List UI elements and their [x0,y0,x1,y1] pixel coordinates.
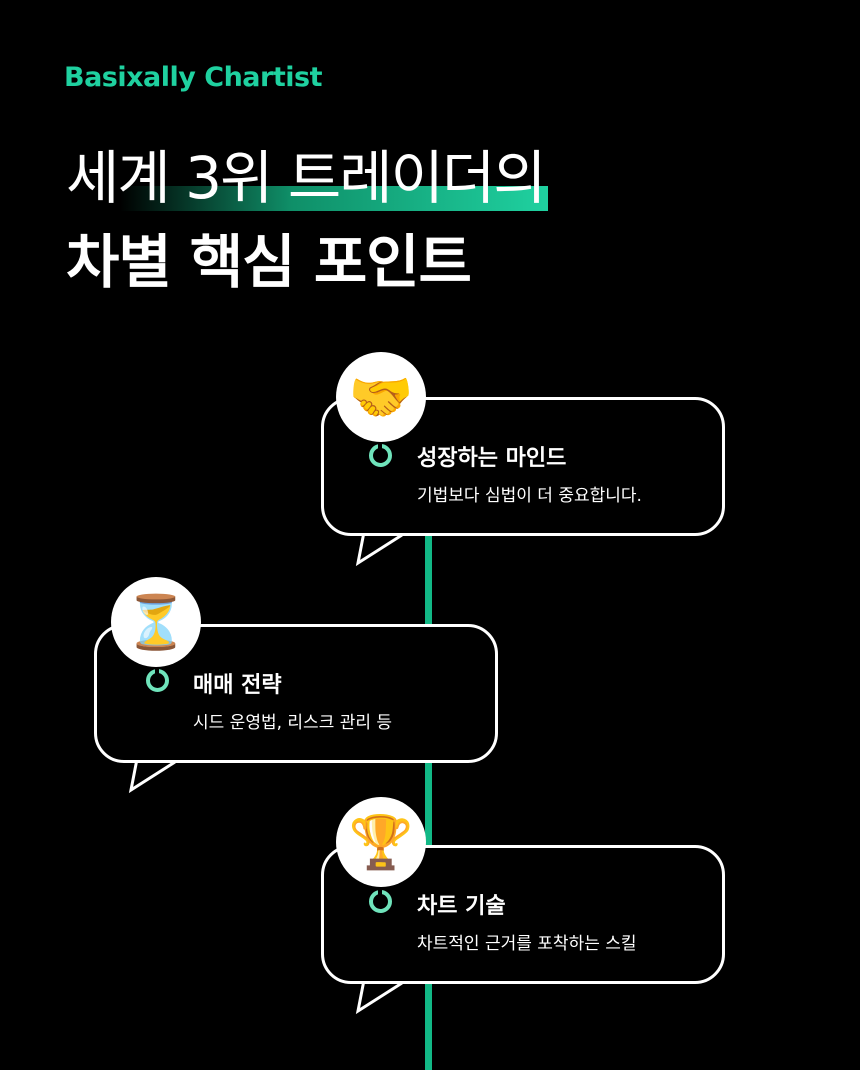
timeline-marker-icon [146,669,169,692]
point-title: 매매 전략 [193,673,282,698]
timeline-marker-icon [369,890,392,913]
timeline-marker-icon [369,444,392,467]
point-card-trading-strategy: 매매 전략 시드 운영법, 리스크 관리 등 [94,624,498,763]
trophy-icon: 🏆 [336,797,426,887]
brand-name: Basixally Chartist [64,62,322,93]
bubble-tail [355,979,403,1015]
timeline-line [425,530,432,1070]
point-desc: 시드 운영법, 리스크 관리 등 [193,713,393,733]
title-highlight [120,186,548,211]
title-line-2: 차별 핵심 포인트 [66,228,472,296]
point-desc: 차트적인 근거를 포착하는 스킬 [417,934,637,954]
point-desc: 기법보다 심법이 더 중요합니다. [417,486,642,506]
bubble-tail [355,531,403,567]
handshake-icon: 🤝 [336,352,426,442]
bubble-tail [128,758,176,794]
title-line-1: 세계 3위 트레이더의 [66,144,547,212]
point-title: 성장하는 마인드 [417,446,567,471]
point-title: 차트 기술 [417,894,506,919]
hourglass-icon: ⏳ [111,577,201,667]
